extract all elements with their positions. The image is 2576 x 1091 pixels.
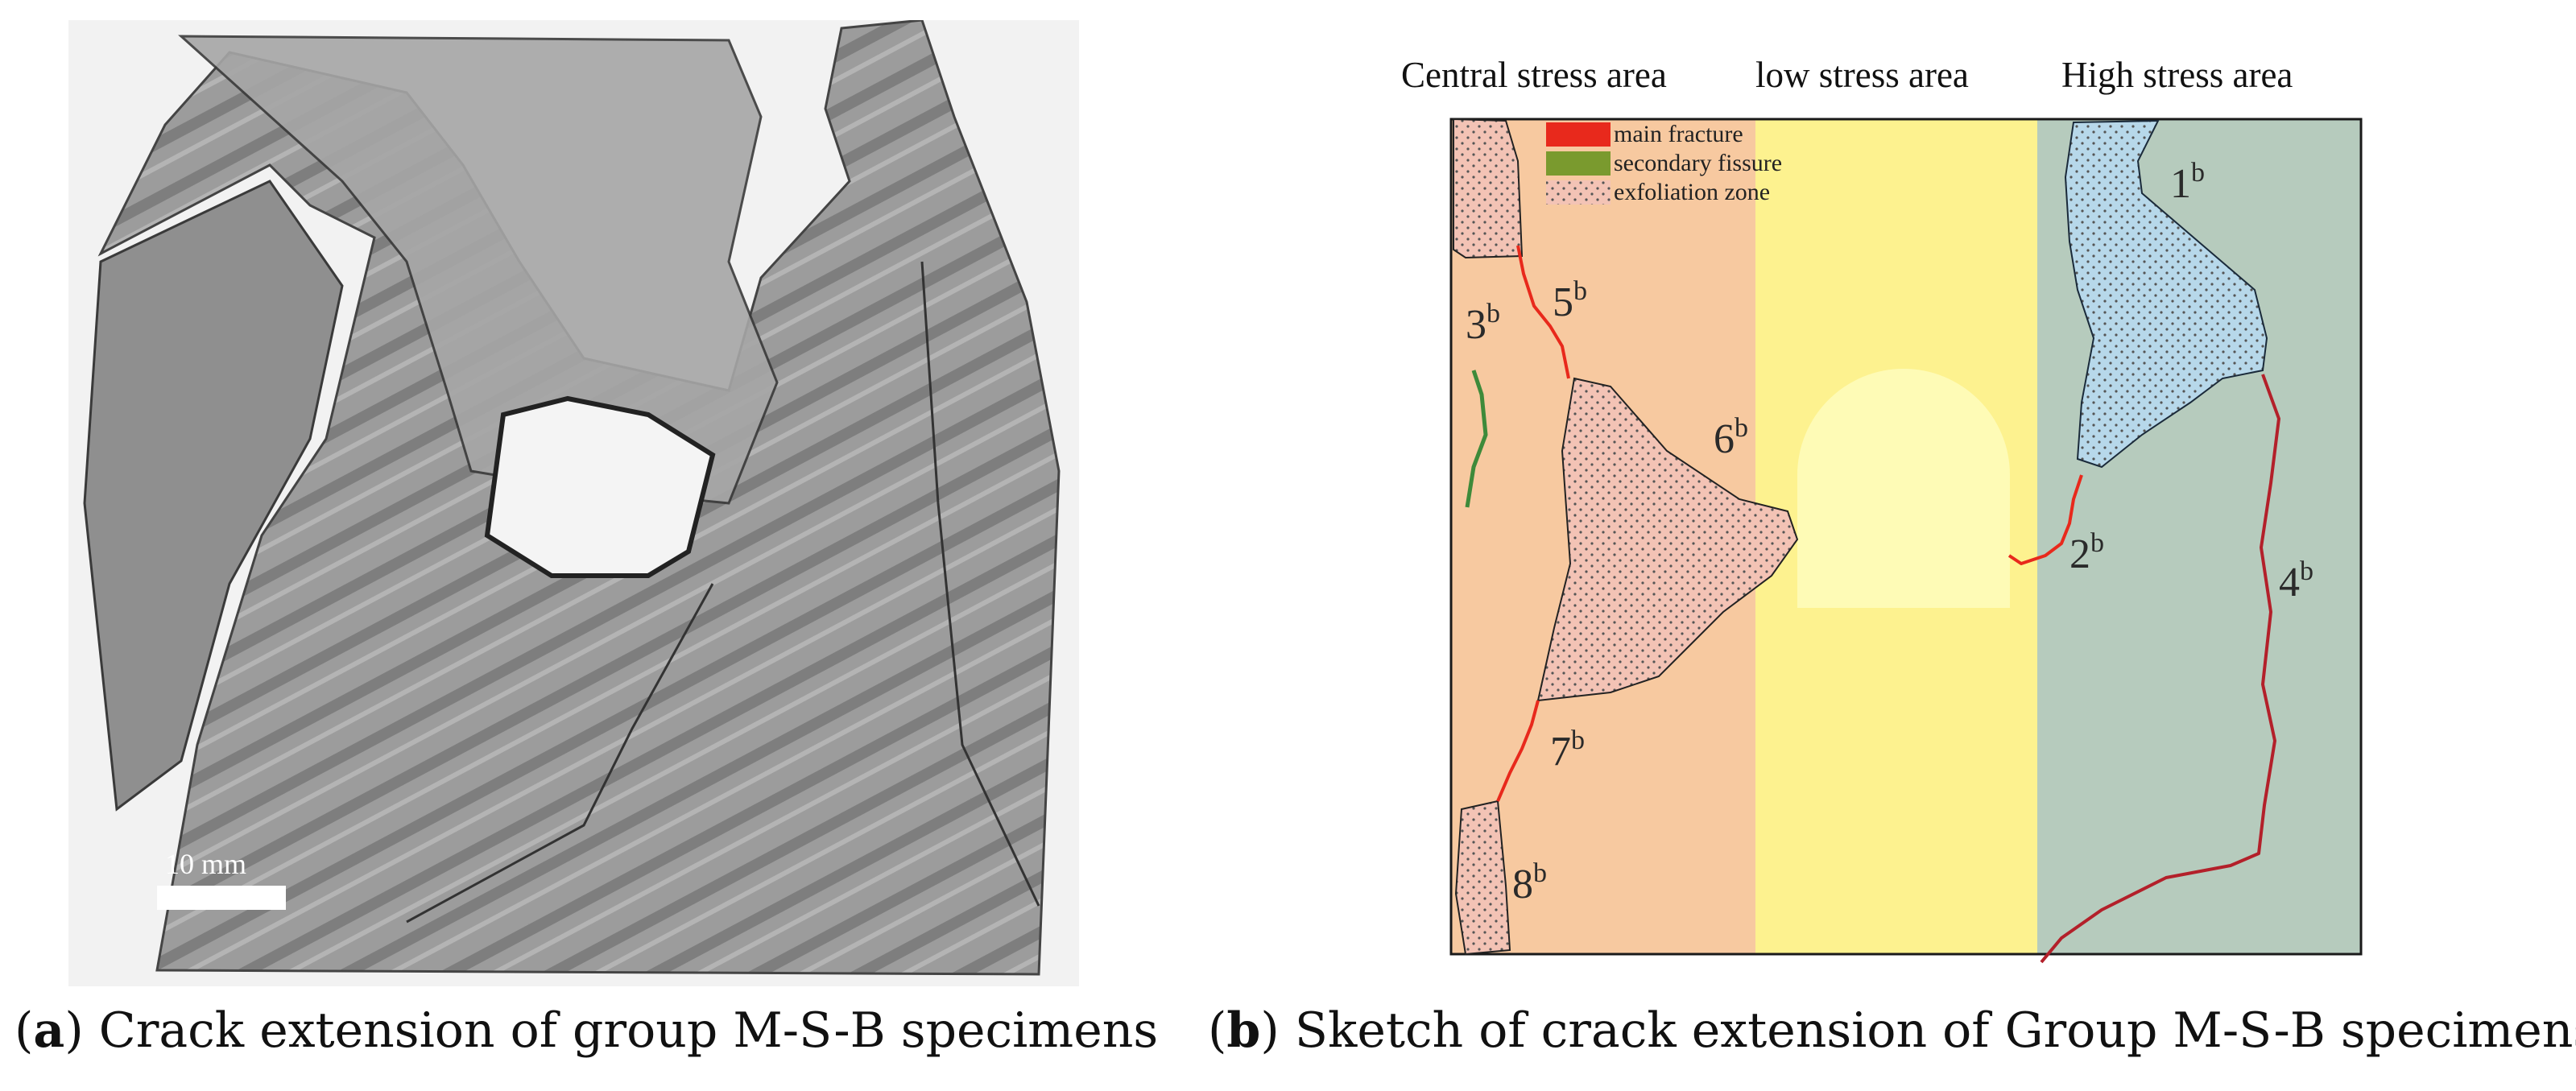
photo-crack-right — [920, 261, 1040, 907]
crack-label-4b: 4b — [2279, 556, 2313, 605]
secondary-fissure-3b — [1465, 370, 1488, 508]
legend-label-secondary-fissure: secondary fissure — [1614, 150, 1782, 176]
zone-title-central: Central stress area — [1401, 55, 1667, 95]
photo-crack-lower — [406, 583, 714, 924]
crack-label-8b: 8b — [1512, 858, 1547, 907]
crack-label-5b: 5b — [1553, 276, 1587, 325]
main-fracture-5b — [1516, 245, 1570, 379]
legend-label-main-fracture: main fracture — [1614, 121, 1743, 147]
main-fracture-7b — [1496, 700, 1540, 802]
scale-bar-label: 10 mm — [165, 848, 246, 880]
legend-label-exfoliation-zone: exfoliation zone — [1614, 179, 1770, 205]
main-fracture-2b — [2007, 474, 2083, 565]
crack-label-2b: 2b — [2069, 528, 2104, 577]
exfoliation-zone-6b-pattern — [1536, 377, 1799, 702]
caption-b-text: Sketch of crack extension of Group M-S-B… — [1294, 1002, 2576, 1059]
exfoliation-zone-3b-top-pattern — [1453, 118, 1524, 259]
zone-title-high: High stress area — [2061, 55, 2293, 95]
specimen-hole — [484, 395, 716, 578]
legend-swatch-secondary-fissure — [1546, 151, 1611, 176]
exfoliation-zone-1b-pattern — [2064, 119, 2268, 469]
crack-sketch-drawing: Central stress area low stress area High… — [1401, 55, 2363, 964]
caption-a-letter: a — [33, 1002, 65, 1059]
specimen-photo-drawing: 10 mm — [68, 19, 1079, 986]
crack-label-1b: 1b — [2170, 158, 2205, 207]
specimen-outline — [1449, 118, 2363, 956]
caption-a: (a) Crack extension of group M-S-B speci… — [14, 1002, 1159, 1059]
caption-a-text: Crack extension of group M-S-B specimens — [98, 1002, 1159, 1059]
tunnel-opening — [1797, 369, 2010, 608]
legend-swatch-main-fracture — [1546, 122, 1611, 147]
crack-label-3b: 3b — [1466, 299, 1500, 348]
crack-label-6b: 6b — [1714, 413, 1748, 462]
caption-b: (b) Sketch of crack extension of Group M… — [1208, 1002, 2576, 1075]
zone-title-low: low stress area — [1755, 55, 1969, 95]
specimen-fragment-left — [83, 180, 344, 812]
legend-swatch-exfoliation-pattern — [1546, 180, 1611, 205]
caption-b-letter: b — [1226, 1002, 1261, 1059]
scale-bar — [157, 886, 286, 910]
crack-label-7b: 7b — [1550, 725, 1585, 775]
specimen-photo: 10 mm — [68, 19, 1079, 986]
main-fracture-4b — [2040, 374, 2280, 964]
crack-sketch: Central stress area low stress area High… — [1353, 0, 2576, 990]
